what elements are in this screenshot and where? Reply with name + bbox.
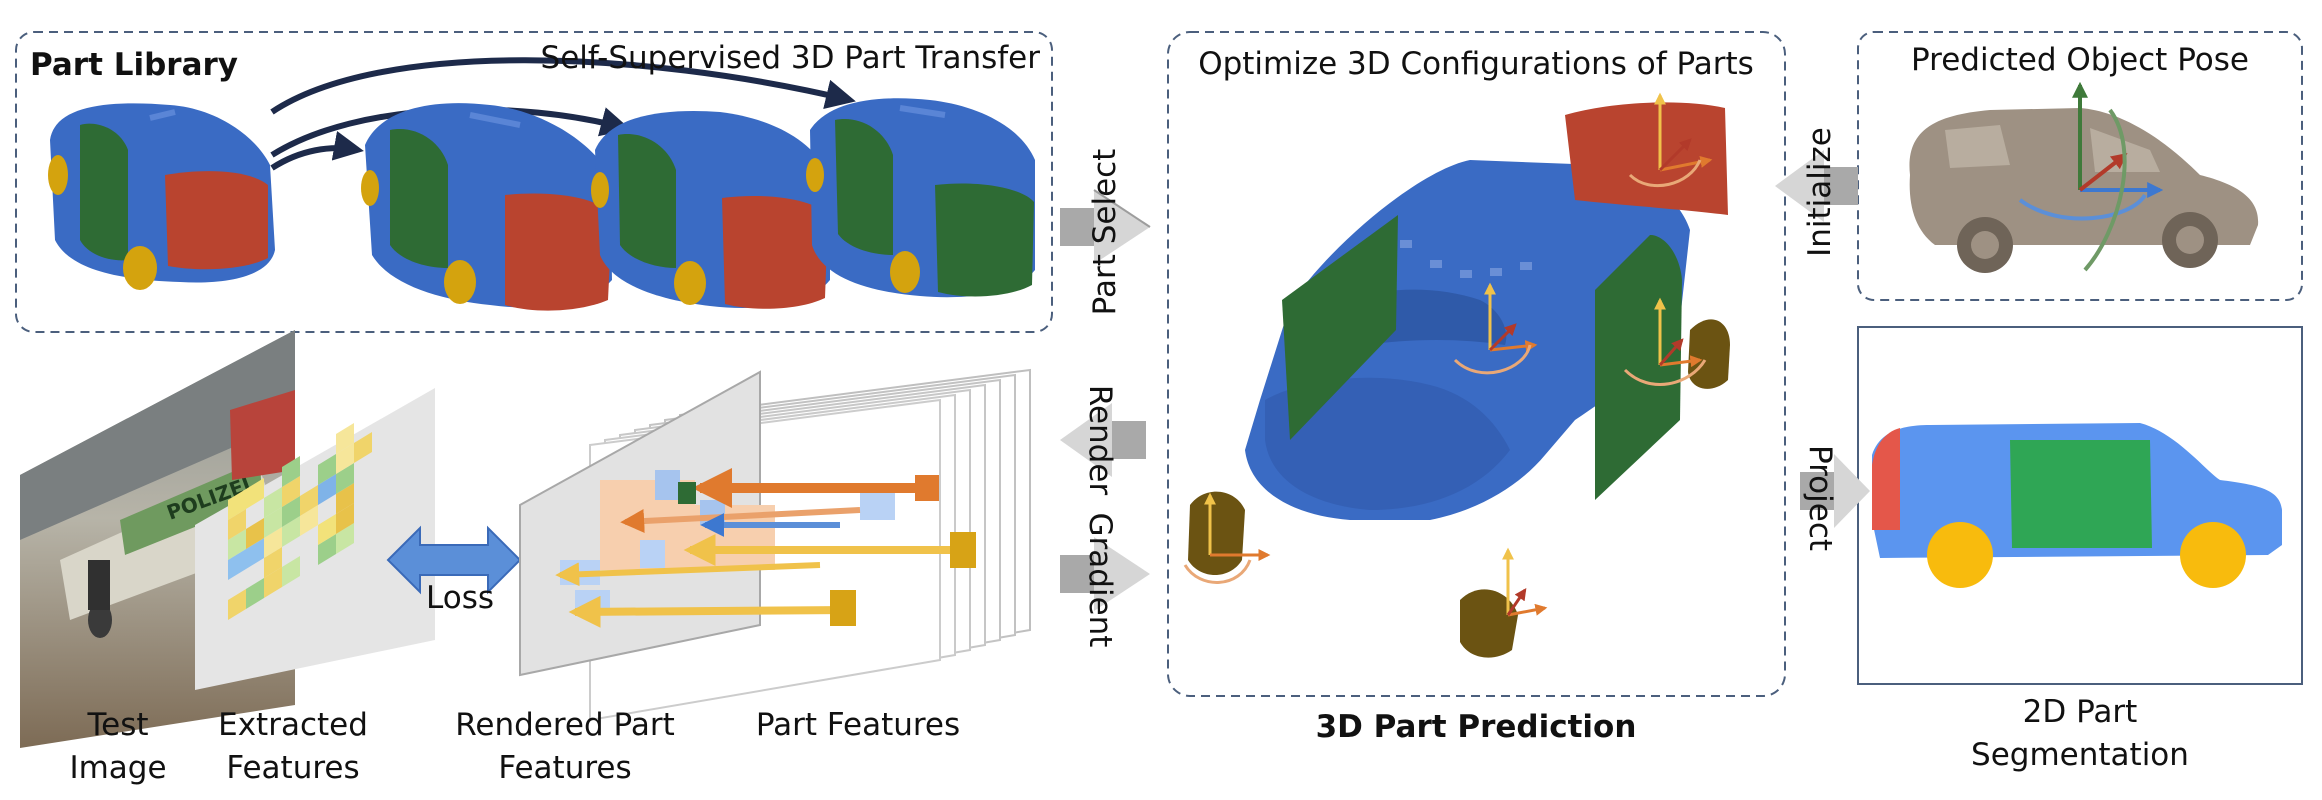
feature-cell xyxy=(228,589,246,620)
axis-gizmo-icon xyxy=(1502,547,1548,617)
block-arrow-icon xyxy=(1060,189,1151,264)
project-label: Project xyxy=(1802,445,1838,551)
feature-cell xyxy=(228,489,246,520)
feature-cell xyxy=(246,578,264,609)
feature-cell xyxy=(264,527,282,558)
predicted-pose-title: Predicted Object Pose xyxy=(1911,42,2249,78)
axis-gizmo-icon xyxy=(1623,297,1707,386)
feature-cell xyxy=(336,463,354,494)
feature-cell xyxy=(336,523,354,554)
feature-cell xyxy=(228,529,246,560)
predicted-pose-border xyxy=(1857,31,2303,301)
feature-cell xyxy=(318,514,336,545)
curved-arrow-icon xyxy=(270,131,364,171)
part-library-panel xyxy=(15,31,1053,333)
feature-cell xyxy=(318,454,336,485)
extracted-label-2: Features xyxy=(226,750,359,786)
feature-cell xyxy=(228,509,246,540)
test-image-label-2: Image xyxy=(69,750,166,786)
initialize-label: Initialize xyxy=(1802,127,1838,257)
feature-cell xyxy=(246,478,264,509)
feature-cell xyxy=(354,432,372,463)
segmentation-wheel xyxy=(1927,522,1993,588)
predicted-pose-panel xyxy=(1857,31,2303,301)
feature-cell xyxy=(300,485,318,516)
part-prediction-label: 3D Part Prediction xyxy=(1316,709,1637,745)
extracted-features xyxy=(195,388,435,690)
library-car-model xyxy=(48,103,275,290)
feature-cell xyxy=(318,534,336,565)
extracted-label-1: Extracted xyxy=(218,707,368,743)
render-label: Render xyxy=(1082,385,1118,496)
feature-cell xyxy=(336,443,354,474)
feature-arrows xyxy=(555,468,976,628)
feature-cell xyxy=(228,549,246,580)
block-arrow-icon xyxy=(1060,537,1150,611)
feature-cell xyxy=(336,483,354,514)
optimize-title: Optimize 3D Configurations of Parts xyxy=(1198,46,1754,82)
optimize-panel xyxy=(1167,31,1786,697)
feature-cell xyxy=(264,567,282,598)
self-supervised-label: Self-Supervised 3D Part Transfer xyxy=(541,40,1041,76)
rendered-label-2: Features xyxy=(498,750,631,786)
axis-gizmo-icon xyxy=(1628,92,1713,188)
loss-label: Loss xyxy=(426,580,494,616)
transferred-car-model-1 xyxy=(361,103,612,311)
part-library-title: Part Library xyxy=(30,47,238,83)
feature-cell xyxy=(282,456,300,487)
block-arrow-icon xyxy=(1775,150,1858,222)
transferred-car-model-3 xyxy=(806,98,1035,298)
axis-gizmo-icon xyxy=(2018,81,2164,272)
predicted-car-model xyxy=(1188,102,1730,658)
feature-cell xyxy=(318,474,336,505)
segmentation-label-1: 2D Part xyxy=(2023,694,2138,730)
extracted-feature-grid xyxy=(228,423,372,620)
feature-cell xyxy=(282,476,300,507)
segmentation-trunk xyxy=(1872,428,1900,530)
part-features-label: Part Features xyxy=(756,707,960,743)
curved-arrow-icon xyxy=(270,57,856,115)
feature-cell xyxy=(246,538,264,569)
feature-cell xyxy=(264,487,282,518)
feature-cell xyxy=(246,518,264,549)
optimize-border xyxy=(1167,31,1786,697)
segmentation-label-2: Segmentation xyxy=(1971,737,2189,773)
block-arrow-icon xyxy=(1800,454,1870,528)
segmentation-wheel xyxy=(2180,522,2246,588)
test-image-label-1: Test xyxy=(86,707,148,743)
axis-gizmo-icon xyxy=(1453,282,1538,375)
part-select-label: Part Select xyxy=(1087,149,1123,316)
feature-cell xyxy=(336,503,354,534)
block-arrow-icon xyxy=(1060,403,1146,477)
feature-cell xyxy=(282,556,300,587)
segmentation-door xyxy=(2010,440,2152,548)
rendered-label-1: Rendered Part xyxy=(455,707,674,743)
gradient-label: Gradient xyxy=(1082,513,1118,648)
feature-cell xyxy=(336,423,354,454)
part-library-border xyxy=(15,31,1053,333)
feature-cell xyxy=(264,547,282,578)
transferred-car-model-2 xyxy=(591,110,830,309)
feature-cell xyxy=(282,496,300,527)
feature-cell xyxy=(300,505,318,536)
segmentation-panel xyxy=(1857,326,2303,685)
axis-gizmo-icon xyxy=(1183,492,1271,584)
feature-cell xyxy=(282,516,300,547)
feature-cell xyxy=(264,507,282,538)
